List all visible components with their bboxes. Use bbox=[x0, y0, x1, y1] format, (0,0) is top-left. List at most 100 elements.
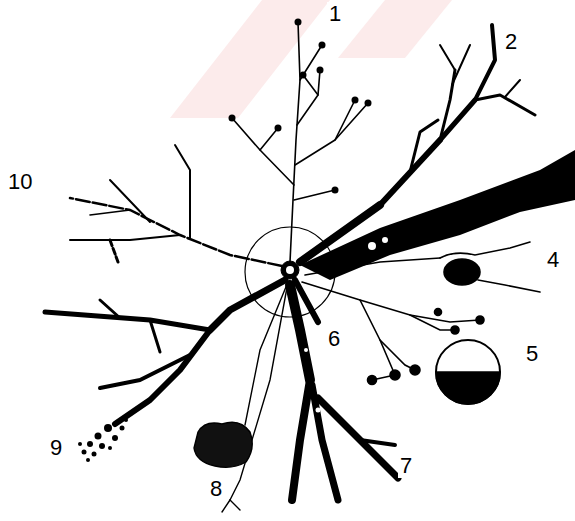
callout-number: 9 bbox=[48, 436, 64, 460]
process-tip bbox=[295, 19, 302, 26]
process-tip bbox=[229, 115, 236, 122]
fine-process bbox=[230, 282, 288, 500]
vessel-contact bbox=[476, 316, 484, 324]
granular-end bbox=[95, 433, 102, 440]
neuron-contact bbox=[305, 242, 540, 292]
callout-number: 4 bbox=[545, 248, 561, 272]
thick-process bbox=[475, 95, 535, 115]
thin-process bbox=[290, 22, 300, 262]
thin-process bbox=[303, 75, 318, 95]
left-process bbox=[100, 355, 190, 388]
process-tip bbox=[317, 67, 324, 74]
vessel-contact bbox=[410, 315, 455, 330]
thin-process bbox=[294, 190, 335, 200]
neuron-contact bbox=[440, 242, 530, 258]
thin-process bbox=[232, 118, 294, 185]
neuron-contact bbox=[478, 280, 540, 292]
thin-process bbox=[295, 100, 355, 165]
trunk-process bbox=[304, 348, 308, 352]
left-process bbox=[100, 300, 120, 318]
cell-body bbox=[245, 227, 335, 317]
callout-number: 1 bbox=[327, 2, 343, 26]
granular-end bbox=[78, 442, 82, 446]
thick-process bbox=[505, 80, 520, 97]
granular-end bbox=[108, 446, 112, 450]
granular-end bbox=[124, 418, 128, 422]
vessel-contact bbox=[360, 300, 395, 375]
process-tip bbox=[332, 187, 339, 194]
thin-process bbox=[260, 128, 278, 150]
vessel-contact bbox=[451, 326, 459, 334]
vessel-contact bbox=[302, 282, 500, 404]
fine-process bbox=[222, 500, 230, 512]
dashed-process bbox=[70, 235, 180, 240]
trunk-process bbox=[290, 280, 398, 500]
vessel-contact bbox=[436, 372, 500, 404]
watermark-band bbox=[170, 0, 330, 118]
watermark-band bbox=[338, 0, 452, 58]
granular-end bbox=[104, 424, 112, 432]
cell-body bbox=[245, 227, 335, 317]
dashed-process bbox=[90, 210, 130, 215]
left-process bbox=[45, 280, 285, 424]
callout-number: 10 bbox=[6, 170, 34, 194]
left-process bbox=[45, 312, 210, 330]
granular-end bbox=[92, 452, 97, 457]
vessel-contact bbox=[368, 376, 377, 385]
dashed-process bbox=[110, 240, 118, 262]
neuron-contact bbox=[444, 259, 480, 285]
callout-number: 7 bbox=[398, 454, 414, 478]
vessel-contact bbox=[435, 309, 442, 316]
left-process bbox=[150, 320, 160, 352]
thin-process bbox=[335, 103, 368, 140]
vessel-contact bbox=[436, 340, 500, 404]
broad-process bbox=[300, 150, 575, 280]
granular-end bbox=[87, 441, 93, 447]
thick-process bbox=[410, 120, 438, 172]
granular-end bbox=[112, 435, 118, 441]
trunk-process bbox=[360, 440, 395, 445]
callout-number: 2 bbox=[503, 30, 519, 54]
granular-end bbox=[78, 418, 128, 462]
trunk-process bbox=[292, 380, 310, 500]
thick-process bbox=[452, 45, 470, 85]
process-tip bbox=[319, 42, 326, 49]
broad-process bbox=[368, 242, 376, 250]
process-tip bbox=[352, 97, 359, 104]
thick-process bbox=[440, 45, 455, 70]
dashed-process bbox=[70, 198, 282, 266]
thin-process bbox=[300, 45, 322, 80]
thin-process bbox=[297, 70, 320, 125]
trunk-process bbox=[290, 285, 310, 380]
watermark-band bbox=[170, 0, 452, 118]
process-tip bbox=[365, 100, 372, 107]
callout-number: 8 bbox=[208, 477, 224, 501]
process-tip bbox=[229, 19, 372, 194]
granular-end bbox=[120, 426, 125, 431]
thick-process bbox=[440, 70, 455, 140]
granular-end bbox=[86, 458, 90, 462]
cell-body bbox=[281, 261, 299, 279]
left-process bbox=[115, 330, 210, 424]
trunk-process bbox=[318, 398, 398, 478]
vessel-contact bbox=[390, 370, 400, 380]
granular-end bbox=[99, 443, 105, 449]
neuron-contact bbox=[305, 258, 440, 275]
vessel-contact bbox=[410, 365, 420, 375]
granular-end bbox=[82, 450, 87, 455]
fine-process bbox=[194, 282, 288, 512]
broad-process bbox=[300, 150, 575, 280]
dashed-process bbox=[175, 145, 190, 238]
thick-process bbox=[475, 25, 495, 100]
fine-process bbox=[245, 282, 288, 425]
fine-process bbox=[230, 500, 240, 510]
dashed-process bbox=[70, 145, 282, 266]
cell-body bbox=[286, 266, 294, 274]
trunk-process bbox=[316, 408, 321, 413]
broad-process bbox=[382, 237, 388, 243]
process-tip bbox=[300, 72, 307, 79]
vessel-contact bbox=[302, 282, 480, 322]
fine-process bbox=[194, 422, 252, 467]
